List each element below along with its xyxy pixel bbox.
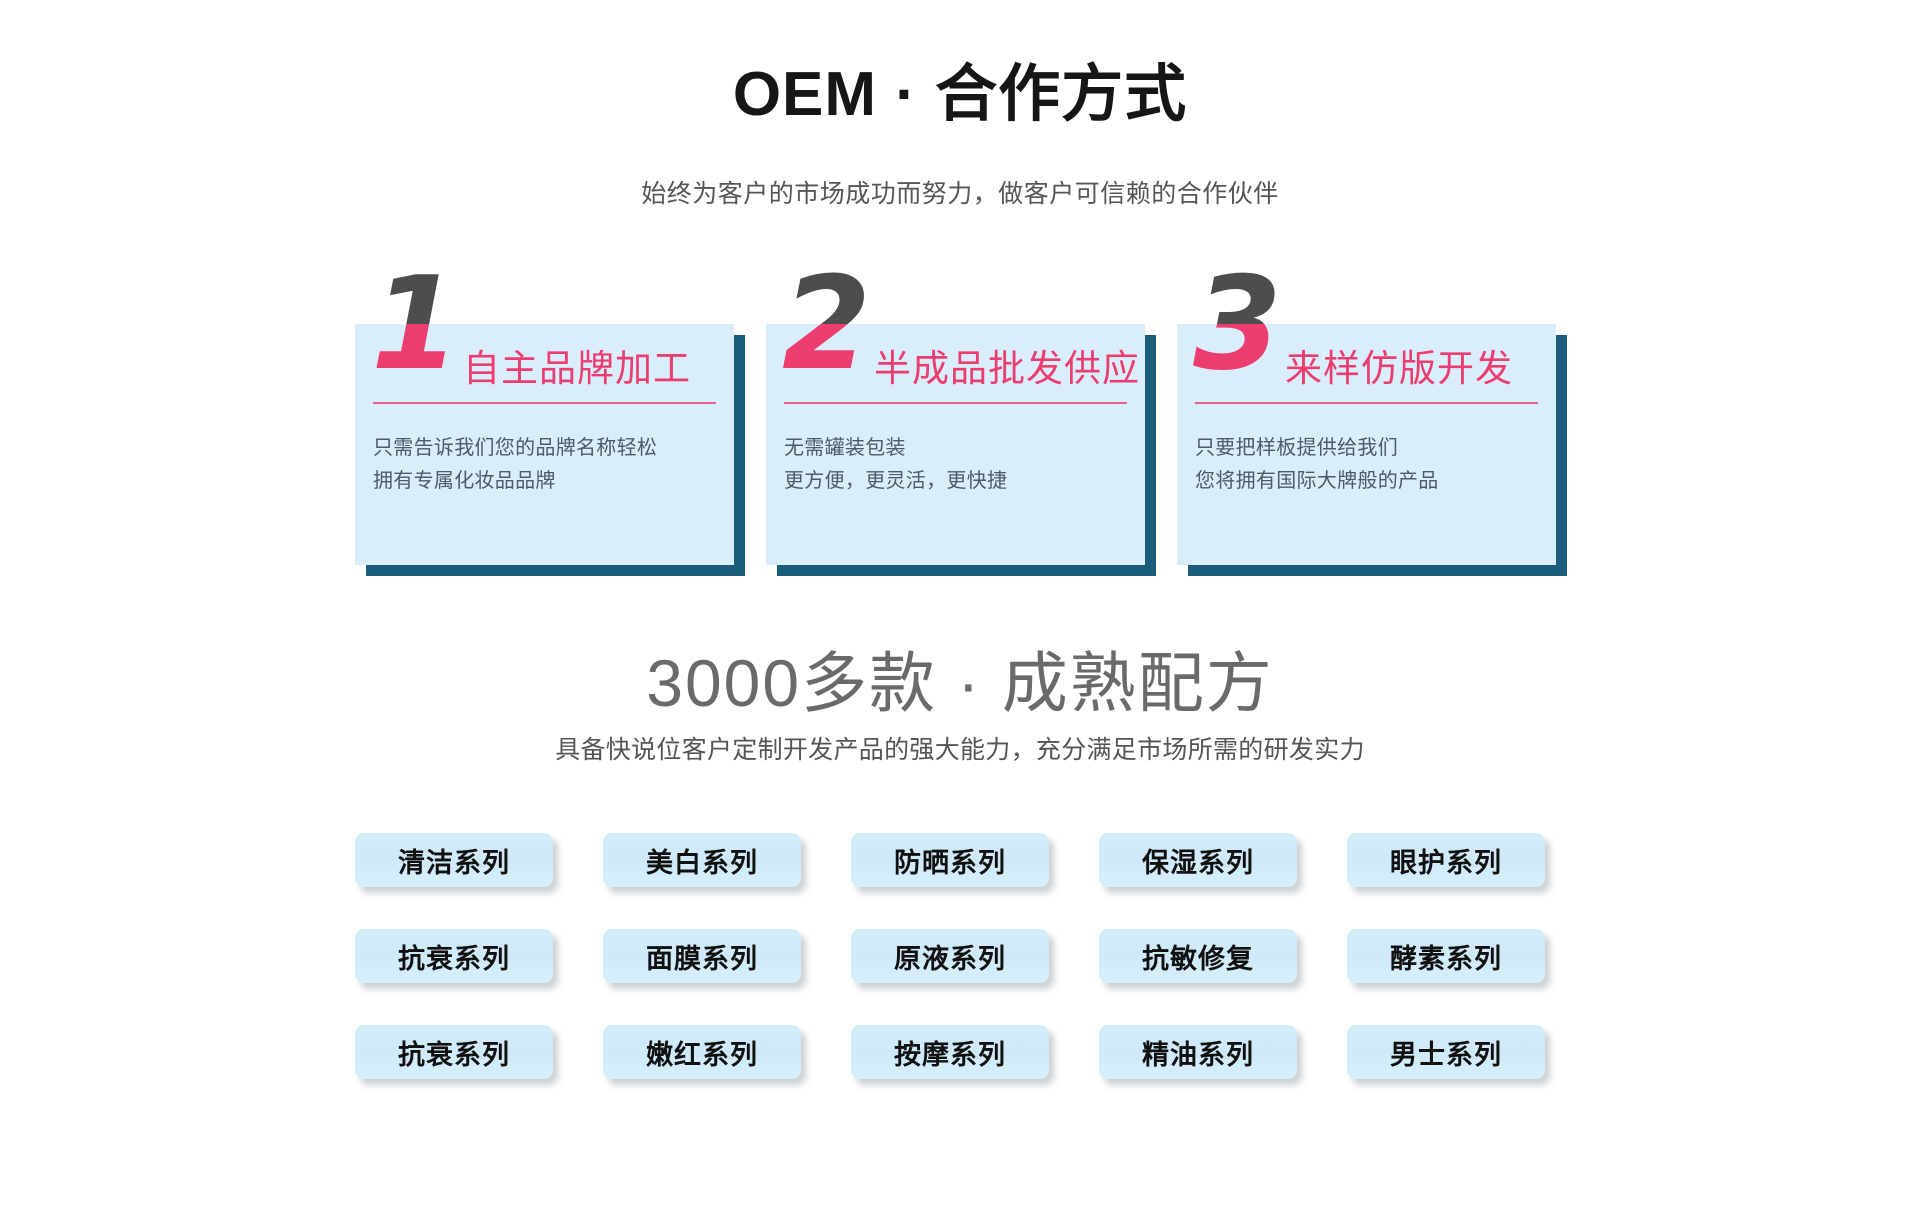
series-button[interactable]: 原液系列 [851,929,1049,983]
formula-section-subtitle: 具备快说位客户定制开发产品的强大能力，充分满足市场所需的研发实力 [555,736,1365,764]
series-button[interactable]: 清洁系列 [355,833,553,887]
card-title: 半成品批发供应 [874,348,1140,389]
card-number-upper: 2 [782,250,871,399]
product-series-grid: 清洁系列 美白系列 防晒系列 保湿系列 眼护系列 抗衰系列 面膜系列 原液系列 … [355,833,1570,1079]
card-body-line: 拥有专属化妆品品牌 [373,470,556,492]
card-number-lower: 3 [1193,250,1282,399]
series-button[interactable]: 按摩系列 [851,1025,1049,1079]
card-number-badge: 2 2 [782,250,892,410]
cooperation-card-list: 1 1 自主品牌加工 只需告诉我们您的品牌名称轻松 拥有专属化妆品品牌 2 2 … [355,250,1567,582]
series-button[interactable]: 抗衰系列 [355,1025,553,1079]
card-body-line: 只要把样板提供给我们 [1195,437,1398,459]
card-number-badge: 1 1 [371,250,481,410]
card-face [766,324,1145,565]
series-button[interactable]: 眼护系列 [1347,833,1545,887]
series-button[interactable]: 面膜系列 [603,929,801,983]
series-button[interactable]: 酵素系列 [1347,929,1545,983]
card-divider [1195,402,1538,404]
card-title: 自主品牌加工 [463,348,691,389]
page-title: OEM · 合作方式 [732,60,1188,129]
card-number-upper: 3 [1193,250,1282,399]
card-face [355,324,734,565]
series-button[interactable]: 防晒系列 [851,833,1049,887]
card-number-lower: 1 [371,250,460,399]
card-body: 无需罐装包装 更方便，更灵活，更快捷 [784,432,1124,498]
series-button[interactable]: 精油系列 [1099,1025,1297,1079]
product-series-row: 清洁系列 美白系列 防晒系列 保湿系列 眼护系列 [355,833,1570,887]
card-face [1177,324,1556,565]
card-body-line: 只需告诉我们您的品牌名称轻松 [373,437,658,459]
series-button[interactable]: 抗敏修复 [1099,929,1297,983]
cooperation-card[interactable]: 2 2 半成品批发供应 无需罐装包装 更方便，更灵活，更快捷 [766,250,1156,576]
page-subtitle: 始终为客户的市场成功而努力，做客户可信赖的合作伙伴 [641,180,1279,208]
card-number-badge: 3 3 [1193,250,1303,410]
card-body-line: 您将拥有国际大牌般的产品 [1195,470,1439,492]
series-button[interactable]: 男士系列 [1347,1025,1545,1079]
series-button[interactable]: 抗衰系列 [355,929,553,983]
card-body-line: 无需罐装包装 [784,437,906,459]
cooperation-card[interactable]: 3 3 来样仿版开发 只要把样板提供给我们 您将拥有国际大牌般的产品 [1177,250,1567,576]
card-title: 来样仿版开发 [1285,348,1513,389]
card-body: 只需告诉我们您的品牌名称轻松 拥有专属化妆品品牌 [373,432,713,498]
card-number-upper: 1 [371,250,460,399]
series-button[interactable]: 嫩红系列 [603,1025,801,1079]
series-button[interactable]: 保湿系列 [1099,833,1297,887]
series-button[interactable]: 美白系列 [603,833,801,887]
formula-section-title: 3000多款 · 成熟配方 [646,646,1274,720]
card-body-line: 更方便，更灵活，更快捷 [784,470,1008,492]
product-series-row: 抗衰系列 面膜系列 原液系列 抗敏修复 酵素系列 [355,929,1570,983]
card-number-lower: 2 [782,250,871,399]
product-series-row: 抗衰系列 嫩红系列 按摩系列 精油系列 男士系列 [355,1025,1570,1079]
card-body: 只要把样板提供给我们 您将拥有国际大牌般的产品 [1195,432,1535,498]
cooperation-card[interactable]: 1 1 自主品牌加工 只需告诉我们您的品牌名称轻松 拥有专属化妆品品牌 [355,250,745,576]
card-divider [784,402,1127,404]
card-divider [373,402,716,404]
